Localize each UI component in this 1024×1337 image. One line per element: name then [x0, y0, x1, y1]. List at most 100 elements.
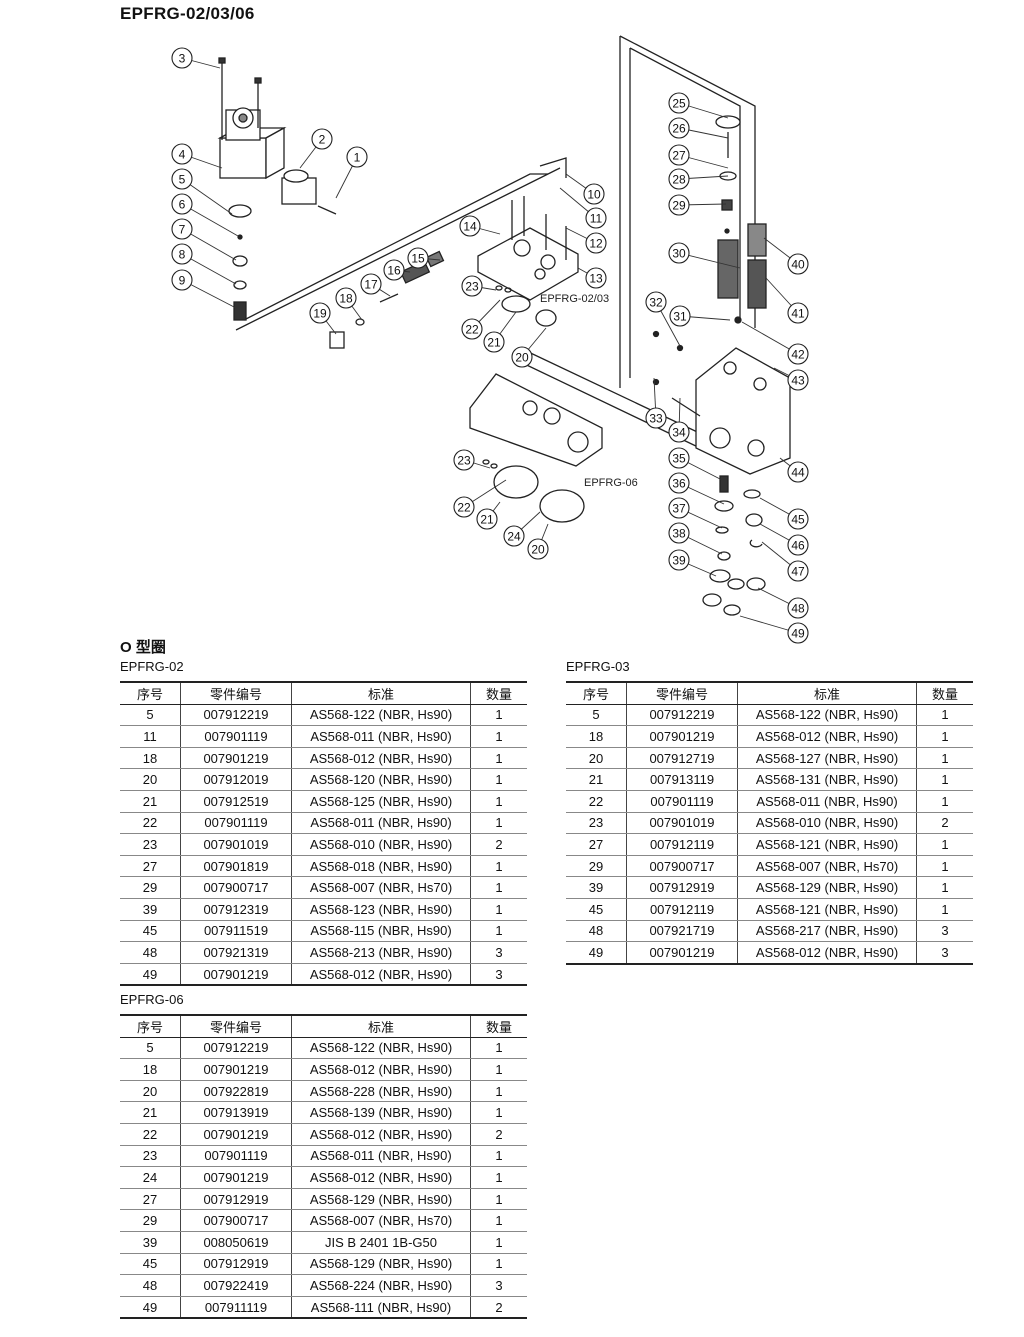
callout-circle — [527, 538, 549, 560]
callout-circle — [668, 194, 690, 216]
column-header: 数量 — [470, 680, 527, 705]
callout-circle — [309, 302, 331, 324]
cell-quantity: 2 — [470, 1123, 527, 1146]
column-header: 数量 — [470, 1013, 527, 1038]
cell-index: 48 — [566, 920, 627, 943]
cell-quantity: 1 — [470, 920, 527, 943]
cell-part-number: 007913919 — [180, 1101, 292, 1124]
cell-index: 27 — [120, 855, 181, 878]
table-title-epfrg-02: EPFRG-02 — [120, 659, 184, 674]
cell-part-number: 007901019 — [626, 812, 738, 835]
callout-number: 1 — [354, 151, 361, 165]
callout-24: 24 — [503, 511, 541, 547]
callout-20: 20 — [511, 327, 547, 368]
cell-standard: AS568-115 (NBR, Hs90) — [291, 920, 471, 943]
cell-part-number: 007912119 — [626, 898, 738, 921]
cell-quantity: 3 — [916, 941, 973, 965]
cell-part-number: 007900717 — [626, 855, 738, 878]
cell-part-number: 007900717 — [180, 876, 292, 899]
cell-part-number: 007901819 — [180, 855, 292, 878]
cell-standard: AS568-018 (NBR, Hs90) — [291, 855, 471, 878]
callout-circle — [453, 449, 475, 471]
callout-7: 7 — [171, 218, 237, 261]
cell-standard: AS568-012 (NBR, Hs90) — [291, 1166, 471, 1189]
cell-part-number: 007911519 — [180, 920, 292, 943]
cell-part-number: 007901219 — [180, 1058, 292, 1081]
callout-43: 43 — [773, 367, 809, 391]
callout-number: 24 — [507, 530, 521, 544]
callout-number: 43 — [791, 374, 805, 388]
callout-circle — [585, 207, 607, 229]
column-header: 标准 — [291, 1013, 471, 1038]
cell-index: 11 — [120, 725, 181, 748]
cell-part-number: 007912919 — [180, 1188, 292, 1211]
cell-quantity: 1 — [470, 1231, 527, 1254]
callout-37: 37 — [668, 497, 723, 529]
cell-standard: AS568-111 (NBR, Hs90) — [291, 1296, 471, 1320]
callout-circle — [585, 267, 607, 289]
cell-quantity: 1 — [470, 1209, 527, 1232]
cell-index: 39 — [120, 1231, 181, 1254]
cell-quantity: 1 — [470, 855, 527, 878]
callout-circle — [335, 287, 357, 309]
cell-part-number: 007912919 — [180, 1253, 292, 1276]
callout-circle — [787, 302, 809, 324]
page-title: EPFRG-02/03/06 — [120, 4, 255, 23]
cell-index: 22 — [120, 812, 181, 835]
callout-5: 5 — [171, 168, 233, 215]
cell-quantity: 1 — [916, 833, 973, 856]
cell-standard: AS568-007 (NBR, Hs70) — [291, 876, 471, 899]
callout-38: 38 — [668, 522, 723, 555]
cell-index: 5 — [566, 704, 627, 727]
callout-circle — [668, 472, 690, 494]
cell-index: 48 — [120, 941, 181, 964]
callout-circle — [511, 346, 533, 368]
cell-index: 45 — [120, 1253, 181, 1276]
callout-number: 28 — [672, 173, 686, 187]
callout-17: 17 — [360, 273, 391, 297]
cell-part-number: 007912119 — [626, 833, 738, 856]
cell-standard: AS568-012 (NBR, Hs90) — [291, 963, 471, 987]
callout-number: 19 — [313, 307, 327, 321]
callout-number: 16 — [387, 264, 401, 278]
callout-number: 26 — [672, 122, 686, 136]
callout-28: 28 — [668, 168, 729, 190]
callout-circle — [383, 259, 405, 281]
callout-42: 42 — [741, 321, 809, 365]
cell-standard: AS568-011 (NBR, Hs90) — [291, 725, 471, 748]
callout-circle — [669, 305, 691, 327]
callout-circle — [476, 508, 498, 530]
callout-number: 21 — [480, 513, 494, 527]
label-epfrg-06: EPFRG-06 — [584, 477, 638, 489]
cell-quantity: 1 — [470, 1188, 527, 1211]
cell-part-number: 007912219 — [180, 704, 292, 727]
callout-circle — [453, 496, 475, 518]
cell-quantity: 1 — [470, 1058, 527, 1081]
callout-32: 32 — [645, 291, 681, 347]
callout-circle — [787, 369, 809, 391]
cell-standard: AS568-007 (NBR, Hs70) — [291, 1209, 471, 1232]
cell-part-number: 007912219 — [180, 1037, 292, 1060]
callout-48: 48 — [757, 587, 809, 619]
callout-circle — [668, 497, 690, 519]
cell-quantity: 1 — [470, 1037, 527, 1060]
cell-standard: AS568-012 (NBR, Hs90) — [737, 941, 917, 965]
cell-index: 20 — [120, 768, 181, 791]
cell-index: 49 — [120, 1296, 181, 1320]
callout-circle — [787, 560, 809, 582]
cell-quantity: 1 — [470, 1253, 527, 1276]
callout-circle — [171, 47, 193, 69]
cell-part-number: 007912519 — [180, 790, 292, 813]
cell-quantity: 1 — [470, 790, 527, 813]
